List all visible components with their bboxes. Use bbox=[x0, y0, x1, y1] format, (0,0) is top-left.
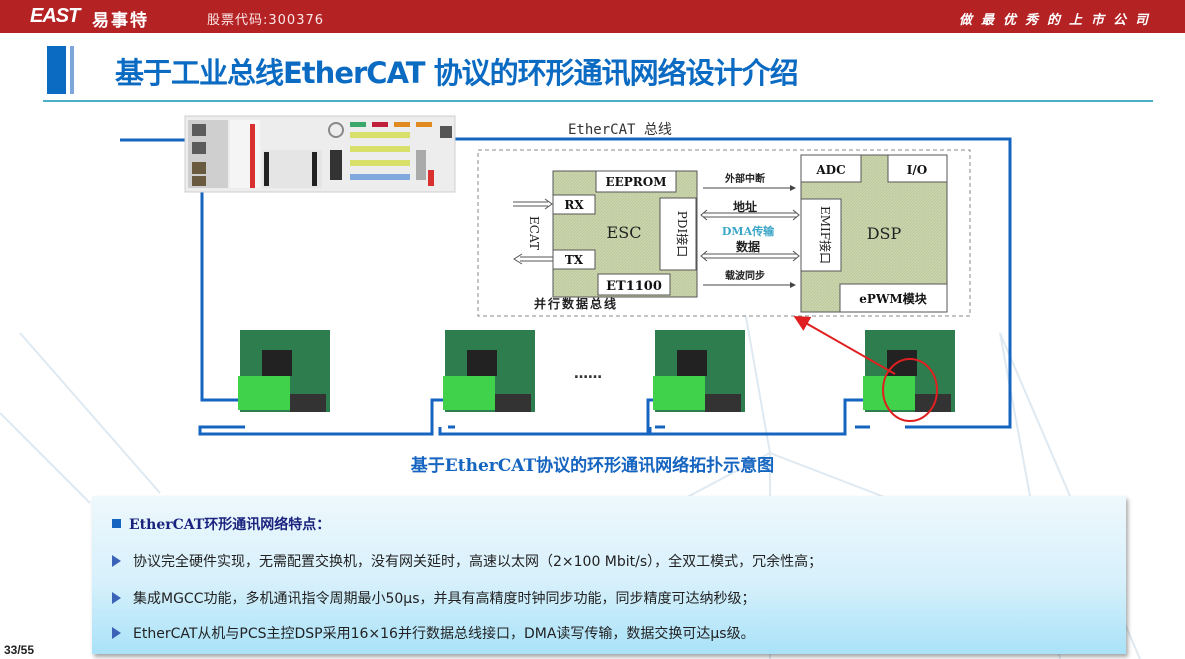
parallel-bus-label: 并行数据总线 bbox=[534, 296, 618, 311]
et1100-label: ET1100 bbox=[606, 279, 662, 294]
ecat-label: ECAT bbox=[527, 216, 541, 250]
highlight-circle bbox=[882, 358, 938, 422]
arrow-bullet-icon bbox=[112, 627, 121, 639]
esc-label: ESC bbox=[607, 223, 642, 242]
carrier-sync-label: 载波同步 bbox=[725, 269, 765, 282]
eeprom-label: EEPROM bbox=[605, 175, 666, 189]
epwm-label: ePWM模块 bbox=[859, 291, 927, 306]
data-label: 数据 bbox=[736, 239, 760, 254]
highlight-arrow bbox=[793, 316, 896, 375]
adc-label: ADC bbox=[815, 163, 845, 177]
slave-board-1 bbox=[238, 330, 330, 412]
header-bar: EAST 易事特 股票代码:300376 做最优秀的上市公司 bbox=[0, 0, 1185, 33]
arrow-bullet-icon bbox=[112, 592, 121, 604]
arrow-bullet-icon bbox=[112, 555, 121, 567]
io-label: I/O bbox=[907, 163, 927, 177]
company-logo: EAST bbox=[30, 5, 80, 27]
emif-interface-label: EMIF接口 bbox=[818, 206, 833, 264]
feature-item-text: 协议完全硬件实现，无需配置交换机，没有网关延时，高速以太网（2×100 Mbit… bbox=[133, 554, 823, 570]
title-accent-bar bbox=[47, 46, 66, 94]
rx-label: RX bbox=[564, 198, 584, 212]
company-name-cn: 易事特 bbox=[92, 11, 149, 31]
stock-code: 股票代码:300376 bbox=[207, 13, 325, 28]
bus-label: EtherCAT 总线 bbox=[568, 122, 672, 138]
square-bullet-icon bbox=[112, 519, 121, 528]
slave-board-2 bbox=[443, 330, 535, 412]
feature-item-text: 集成MGCC功能，多机通讯指令周期最小50μs，并具有高精度时钟同步功能，同步精… bbox=[133, 591, 756, 607]
master-controller-image bbox=[184, 115, 456, 193]
dsp-label: DSP bbox=[867, 224, 902, 243]
slave-board-4 bbox=[863, 330, 955, 412]
feature-item: EtherCAT从机与PCS主控DSP采用16×16并行数据总线接口，DMA读写… bbox=[112, 623, 755, 643]
esc-block: EEPROM RX TX ET1100 PDI接口 ESC bbox=[552, 170, 698, 298]
address-label: 地址 bbox=[733, 199, 757, 214]
features-panel: EtherCAT环形通讯网络特点： 协议完全硬件实现，无需配置交换机，没有网关延… bbox=[92, 496, 1126, 654]
feature-item-text: EtherCAT从机与PCS主控DSP采用16×16并行数据总线接口，DMA读写… bbox=[133, 626, 755, 642]
feature-item: 协议完全硬件实现，无需配置交换机，没有网关延时，高速以太网（2×100 Mbit… bbox=[112, 551, 822, 571]
network-topology-diagram: EtherCAT 总线 EEPROM RX TX ET1100 PDI接口 ES… bbox=[120, 115, 1012, 436]
dsp-block: ADC I/O EMIF接口 DSP ePWM模块 bbox=[800, 154, 948, 313]
company-slogan: 做最优秀的上市公司 bbox=[958, 13, 1157, 28]
page-title: 基于工业总线EtherCAT 协议的环形通讯网络设计介绍 bbox=[115, 56, 799, 90]
diagram-caption: 基于EtherCAT协议的环形通讯网络拓扑示意图 bbox=[410, 456, 775, 476]
tx-label: TX bbox=[565, 253, 584, 267]
dma-label: DMA传输 bbox=[722, 224, 775, 238]
pdi-interface-label: PDI接口 bbox=[675, 211, 690, 257]
slave-board-3 bbox=[653, 330, 745, 412]
feature-item: 集成MGCC功能，多机通讯指令周期最小50μs，并具有高精度时钟同步功能，同步精… bbox=[112, 588, 756, 608]
features-heading-text: EtherCAT环形通讯网络特点： bbox=[129, 517, 331, 533]
interrupt-label: 外部中断 bbox=[724, 172, 765, 185]
title-accent-bar-thin bbox=[70, 46, 74, 94]
more-slaves-ellipsis: …… bbox=[574, 366, 602, 382]
features-heading: EtherCAT环形通讯网络特点： bbox=[112, 514, 330, 534]
title-divider bbox=[43, 100, 1153, 102]
page-number: 33/55 bbox=[4, 643, 35, 657]
